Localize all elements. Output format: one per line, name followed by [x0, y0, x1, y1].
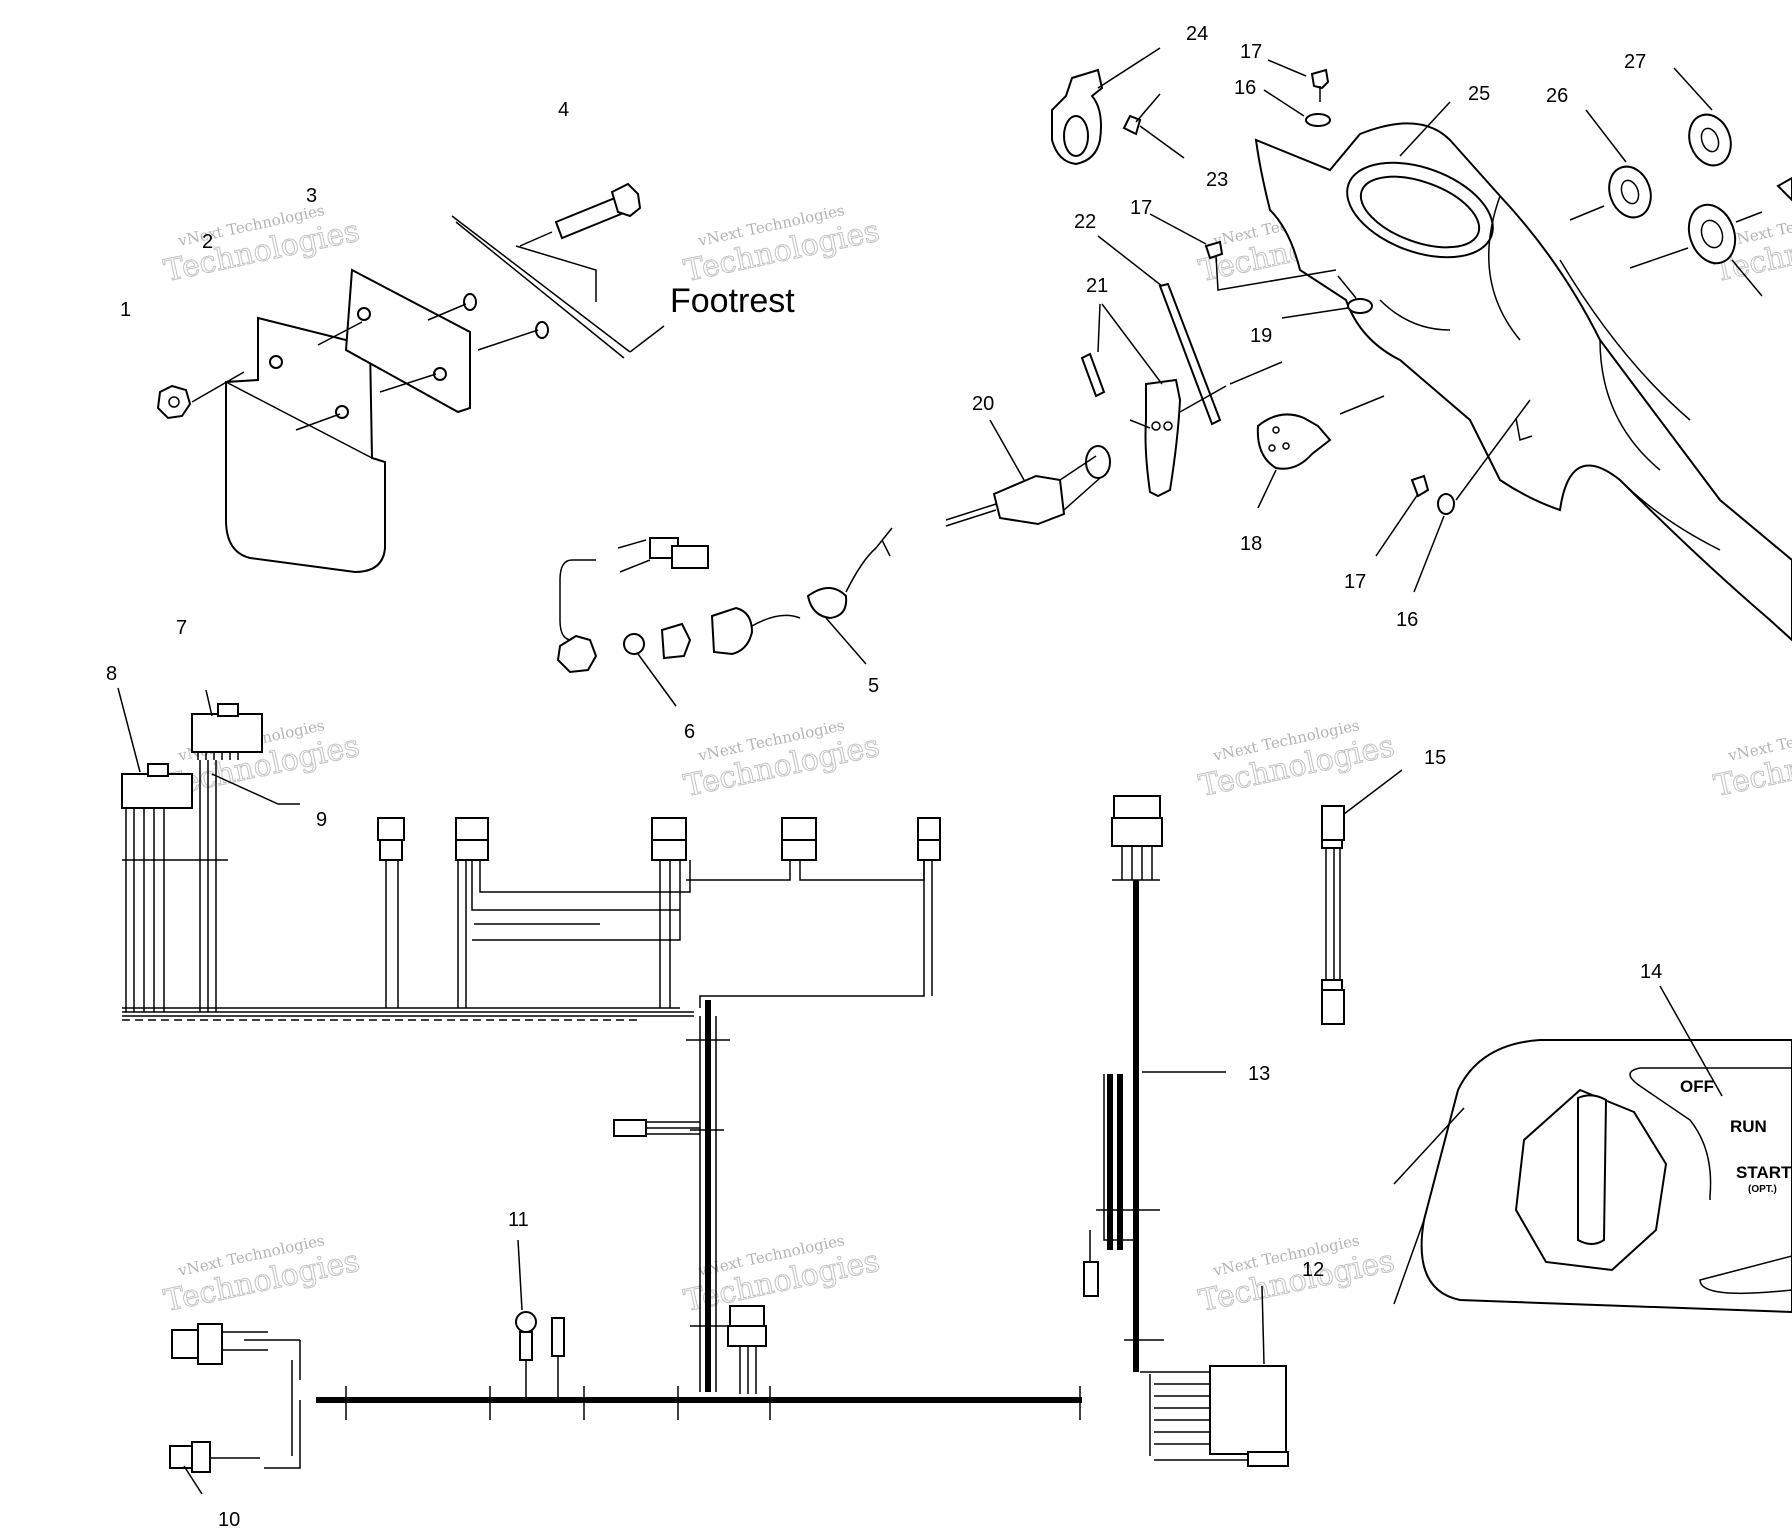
ignition-switch-panel: OFF RUN START (OPT.) — [1393, 985, 1792, 1314]
callout-14: 14 — [1640, 961, 1662, 983]
callout-26: 26 — [1546, 85, 1568, 107]
callout-8: 8 — [106, 663, 117, 685]
switch-label-start: START — [1736, 1163, 1792, 1182]
callout-21: 21 — [1086, 275, 1108, 297]
main-wiring-harness — [117, 687, 1403, 1495]
callout-19: 19 — [1250, 325, 1272, 347]
connector-8 — [121, 773, 193, 809]
callout-1: 1 — [120, 299, 131, 321]
callout-3: 3 — [306, 185, 317, 207]
watermark: vNext Technologies Technologies — [1196, 716, 1398, 804]
callout-9: 9 — [316, 809, 327, 831]
callout-13: 13 — [1248, 1063, 1270, 1085]
callout-16-top: 16 — [1234, 77, 1256, 99]
ignition-switch — [1256, 413, 1332, 470]
nut — [156, 384, 192, 420]
console-body — [1254, 122, 1792, 642]
callout-6: 6 — [684, 721, 695, 743]
callout-7: 7 — [176, 617, 187, 639]
callout-2: 2 — [202, 231, 213, 253]
console-assembly — [945, 47, 1792, 642]
callout-labels: 1 2 3 4 5 6 7 8 9 10 11 12 13 14 15 16 1… — [106, 23, 1662, 1531]
watermark: vNext Technologies Technologies — [1196, 1231, 1398, 1319]
switch-knob — [1577, 1094, 1608, 1245]
callout-11: 11 — [508, 1209, 529, 1231]
callout-12: 12 — [1302, 1259, 1324, 1281]
watermark: vNext Technologies Technologies — [161, 1231, 363, 1319]
callout-20: 20 — [972, 393, 994, 415]
connector-12 — [1209, 1365, 1287, 1455]
callout-15: 15 — [1424, 747, 1446, 769]
callout-24: 24 — [1186, 23, 1208, 45]
callout-17-top: 17 — [1240, 41, 1262, 63]
footrest-pad — [225, 316, 386, 574]
callout-25: 25 — [1468, 83, 1490, 105]
watermark: vNext Technologies Technologies — [161, 201, 363, 289]
callout-5: 5 — [868, 675, 879, 697]
callout-10: 10 — [218, 1509, 240, 1531]
connector-7 — [191, 713, 263, 753]
watermark: vNext Technologies Technologies — [681, 201, 883, 289]
footrest-assembly: Footrest — [156, 182, 795, 574]
callout-22: 22 — [1074, 211, 1096, 233]
callout-4: 4 — [558, 99, 569, 121]
switch-label-run: RUN — [1730, 1117, 1767, 1136]
tether-switch-assembly — [556, 527, 893, 707]
callout-23: 23 — [1206, 169, 1228, 191]
callout-17-bottom: 17 — [1344, 571, 1366, 593]
bolt-head — [610, 182, 642, 218]
switch-label-off: OFF — [1680, 1077, 1714, 1096]
plunger-switch — [992, 474, 1066, 526]
watermark: vNext Technologies Technologies — [1711, 716, 1792, 804]
callout-18: 18 — [1240, 533, 1262, 555]
callout-27: 27 — [1624, 51, 1646, 73]
lever — [1144, 378, 1182, 498]
top-connectors — [377, 817, 941, 861]
switch-label-opt: (OPT.) — [1748, 1184, 1777, 1195]
callout-16-bottom: 16 — [1396, 609, 1418, 631]
callout-17-mid: 17 — [1130, 197, 1152, 219]
watermark: vNext Technologies Technologies — [681, 716, 883, 804]
footrest-label: Footrest — [670, 282, 795, 320]
